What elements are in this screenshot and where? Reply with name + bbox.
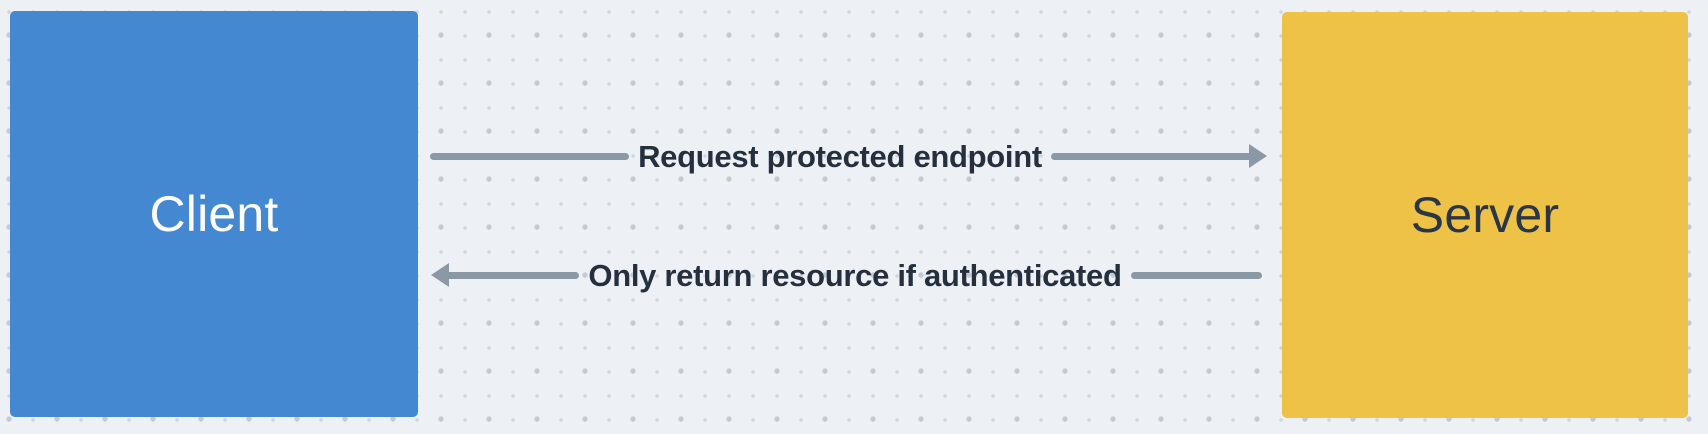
client-node-label: Client bbox=[149, 186, 279, 242]
response-arrow-label[interactable]: Only return resource if authenticated bbox=[588, 257, 1122, 293]
request-arrow-line-right bbox=[1050, 152, 1250, 160]
arrowhead-left-icon bbox=[431, 263, 449, 287]
server-node-label: Server bbox=[1410, 187, 1560, 243]
response-arrow-line-right bbox=[1130, 271, 1262, 279]
response-arrow[interactable]: Only return resource if authenticated bbox=[431, 257, 1262, 293]
request-arrow-label[interactable]: Request protected endpoint bbox=[638, 138, 1042, 174]
request-arrow[interactable]: Request protected endpoint bbox=[430, 138, 1267, 174]
client-node[interactable]: Client bbox=[10, 11, 418, 417]
response-arrow-line-left bbox=[448, 271, 580, 279]
request-arrow-line-left bbox=[430, 152, 630, 160]
server-node[interactable]: Server bbox=[1282, 12, 1688, 418]
arrowhead-right-icon bbox=[1249, 144, 1267, 168]
